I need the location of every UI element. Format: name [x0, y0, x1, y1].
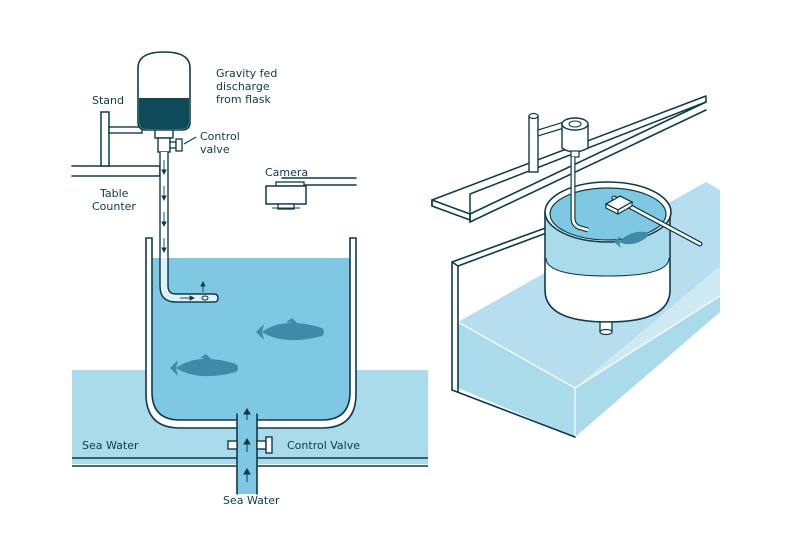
stand-label: Stand [92, 94, 124, 107]
flask-label-line1: Gravity fed [216, 67, 277, 80]
fish-icon [170, 318, 324, 377]
table-rail [431, 95, 707, 223]
tank-icon [145, 237, 357, 429]
iso-fish-icon [614, 231, 648, 248]
left-labels: Gravity fed discharge from flask Stand C… [82, 67, 360, 507]
table-counter [71, 165, 161, 177]
flask-icon [137, 51, 191, 153]
table-counter-label-line2: Counter [92, 200, 136, 213]
camera-icon [265, 177, 357, 210]
table-counter-label-line1: Table [99, 187, 129, 200]
sea-water-bottom-label: Sea Water [223, 494, 280, 507]
flask-label-line2: discharge [216, 80, 270, 93]
camera-label: Camera [265, 166, 308, 179]
wall-frame [451, 221, 576, 438]
left-diagram: Gravity fed discharge from flask Stand C… [71, 51, 428, 507]
valve-icon [227, 436, 273, 454]
inflow-pipe [236, 408, 258, 495]
control-valve-top-label-line1: Control [200, 130, 240, 143]
control-valve-bottom-label: Control Valve [287, 439, 360, 452]
iso-flask-icon [561, 117, 589, 158]
iso-tube [570, 157, 589, 233]
iso-camera-icon [604, 195, 703, 247]
sea-water-left-label: Sea Water [82, 439, 139, 452]
discharge-tube [159, 152, 219, 303]
right-diagram [431, 95, 721, 438]
stand [100, 111, 143, 167]
control-valve-top-label-line2: valve [200, 143, 230, 156]
flask-label-line3: from flask [216, 93, 271, 106]
